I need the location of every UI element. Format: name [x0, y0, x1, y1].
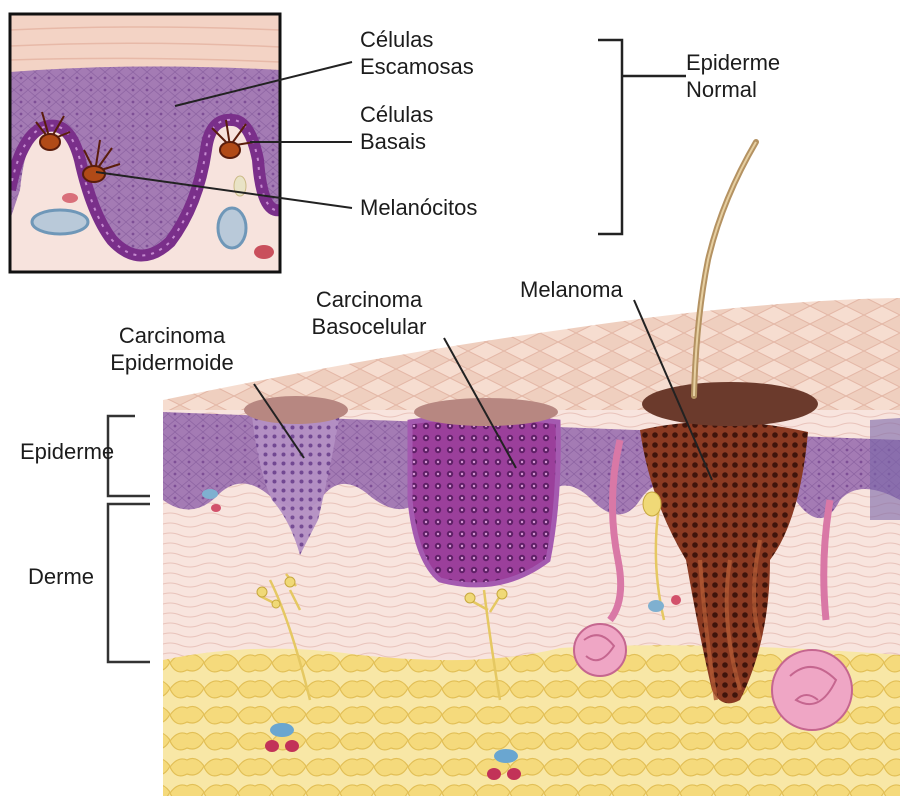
label-dermis: Derme	[28, 563, 94, 590]
label-melanoma-text: Melanoma	[520, 276, 623, 303]
epiderme-bracket	[108, 416, 150, 496]
label-squamous-carcinoma: Carcinoma Epidermoide	[84, 322, 260, 376]
basal-carcinoma-tumor	[410, 417, 558, 585]
label-basal-cells-line1: Células	[360, 101, 433, 128]
label-basal-cells: Células Basais	[360, 101, 433, 155]
label-basal-carcinoma-line1: Carcinoma	[284, 286, 454, 313]
label-normal-epidermis-line2: Normal	[686, 76, 780, 103]
label-melanoma: Melanoma	[520, 276, 623, 303]
label-epidermis-text: Epiderme	[20, 438, 114, 465]
label-dermis-text: Derme	[28, 563, 94, 590]
normal-epidermis-inset	[10, 14, 280, 272]
label-squamous-cells: Células Escamosas	[360, 26, 474, 80]
derme-bracket	[108, 504, 150, 662]
label-squamous-cells-line2: Escamosas	[360, 53, 474, 80]
label-basal-carcinoma-line2: Basocelular	[284, 313, 454, 340]
label-squamous-carcinoma-line2: Epidermoide	[84, 349, 260, 376]
label-normal-epidermis-line1: Epiderme	[686, 49, 780, 76]
label-basal-carcinoma: Carcinoma Basocelular	[284, 286, 454, 340]
label-melanocytes: Melanócitos	[360, 194, 477, 221]
normal-epidermis-bracket	[598, 40, 686, 234]
label-squamous-carcinoma-line1: Carcinoma	[84, 322, 260, 349]
squamous-carcinoma-bump	[244, 396, 348, 424]
label-basal-cells-line2: Basais	[360, 128, 433, 155]
label-melanocytes-text: Melanócitos	[360, 194, 477, 221]
label-epidermis: Epiderme	[20, 438, 114, 465]
label-normal-epidermis: Epiderme Normal	[686, 49, 780, 103]
label-squamous-cells-line1: Células	[360, 26, 474, 53]
melanoma-mole	[642, 382, 818, 426]
